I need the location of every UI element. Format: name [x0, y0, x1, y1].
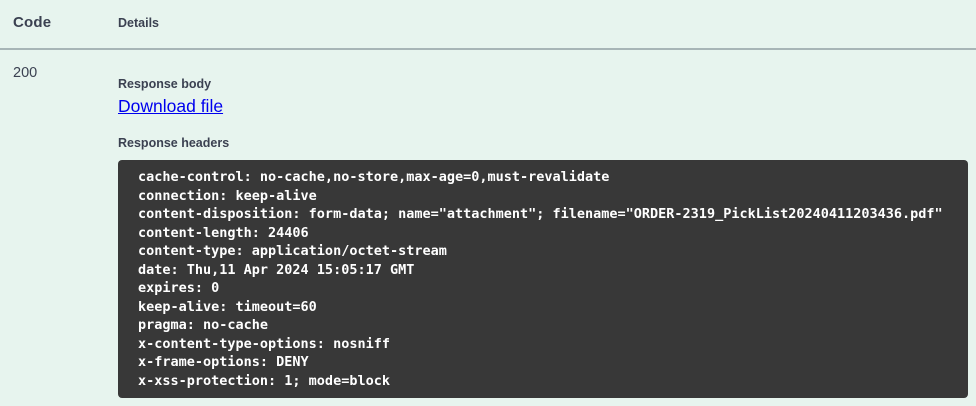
- response-headers-label: Response headers: [118, 136, 230, 150]
- download-file-link[interactable]: Download file: [118, 96, 224, 116]
- response-headers-block: cache-control: no-cache,no-store,max-age…: [118, 160, 968, 398]
- response-row-200: 200 Response body Download file Response…: [0, 50, 976, 398]
- details-column-header-cell: Details: [118, 14, 976, 32]
- responses-table-header-row: Code Details: [0, 0, 976, 50]
- response-status-code: 200: [13, 65, 38, 81]
- details-column-header: Details: [118, 16, 159, 30]
- response-body-label: Response body: [118, 77, 212, 91]
- code-column-header-cell: Code: [0, 14, 118, 32]
- response-details-cell: Response body Download file Response hea…: [118, 50, 976, 398]
- code-column-header: Code: [13, 14, 52, 31]
